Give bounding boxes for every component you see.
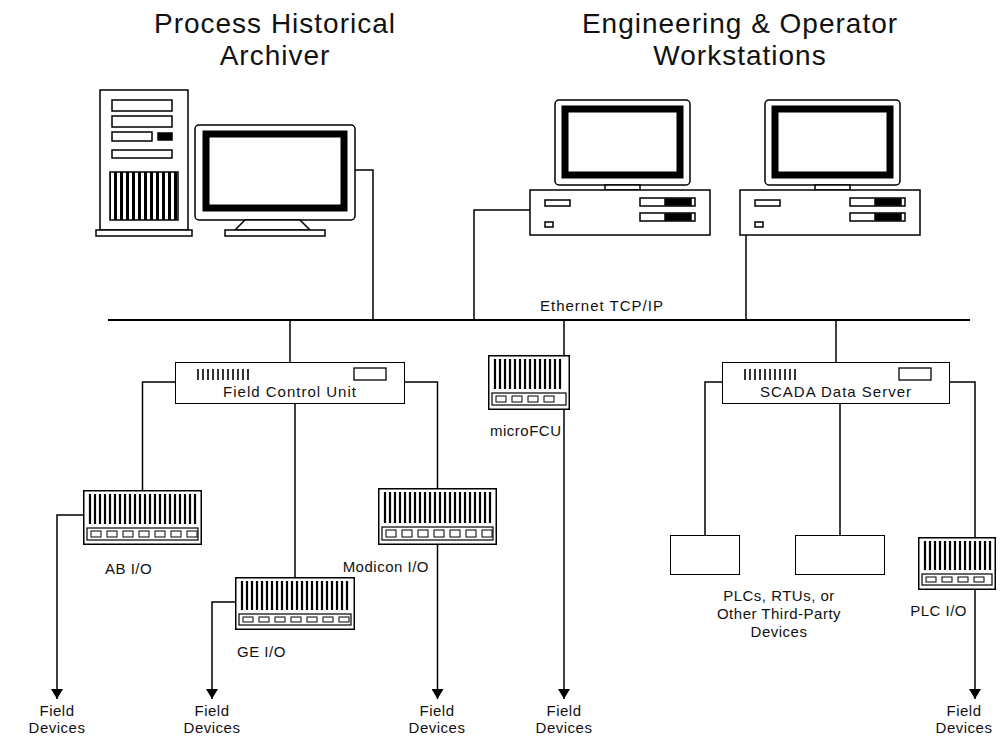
io-rack: microFCU	[488, 355, 570, 410]
field-devices: Field Devices	[397, 702, 477, 742]
rack-label: Modicon I/O	[343, 558, 429, 575]
node-label: Field Control Unit	[223, 383, 357, 400]
field-devices-label: Field Devices	[397, 702, 477, 737]
rack-symbol	[235, 577, 355, 630]
archiver-monitor	[195, 125, 355, 236]
field-devices-label: Field Devices	[172, 702, 252, 737]
control-unit-box: Field Control Unit	[175, 362, 405, 404]
io-rack: PLC I/O	[918, 537, 996, 590]
connector-line	[437, 545, 439, 699]
workstation-computer	[530, 100, 710, 235]
field-devices: Field Devices	[928, 702, 1000, 742]
device-box	[795, 535, 885, 575]
archiver-node: Process Historical Archiver	[95, 8, 455, 240]
workstations-node: Engineering & Operator Workstations	[520, 8, 960, 240]
ethernet-bus: Ethernet TCP/IP	[108, 296, 970, 321]
field-devices: Field Devices	[172, 702, 252, 742]
server-faceplate	[176, 363, 406, 383]
field-devices-label: Field Devices	[17, 702, 97, 737]
connector-line	[950, 382, 975, 537]
connector-line	[212, 602, 235, 699]
connector-line	[563, 320, 565, 355]
connector-line	[355, 170, 373, 320]
device-box	[670, 535, 740, 575]
section-title: Engineering & Operator Workstations	[525, 8, 955, 72]
io-rack: AB I/O	[83, 490, 202, 545]
device-label: PLCs, RTUs, or Other Third-Party Devices	[704, 587, 854, 641]
rack-label: AB I/O	[105, 560, 152, 577]
rack-label: GE I/O	[237, 643, 286, 660]
rack-symbol	[488, 355, 570, 410]
connector-line	[835, 320, 837, 362]
io-rack: Modicon I/O	[378, 488, 497, 545]
connector-line	[289, 320, 291, 362]
workstation-computer	[740, 100, 920, 235]
field-devices-label: Field Devices	[928, 702, 1000, 737]
rack-symbol	[83, 490, 202, 545]
rack-label: microFCU	[490, 422, 562, 439]
connector-line	[405, 382, 438, 488]
connector-line	[143, 382, 176, 490]
connector-line	[474, 210, 530, 320]
connector-line	[57, 515, 83, 699]
connector-line	[563, 410, 565, 699]
device-group: PLCs, RTUs, or Other Third-Party Devices	[668, 535, 890, 647]
connector-line	[705, 382, 722, 535]
connector-line	[745, 235, 747, 320]
rack-symbol	[918, 537, 996, 590]
field-devices: Field Devices	[524, 702, 604, 742]
connector-line	[294, 404, 296, 577]
node-label: SCADA Data Server	[760, 383, 912, 400]
server-faceplate	[723, 363, 951, 383]
rack-label: PLC I/O	[910, 602, 967, 619]
io-rack: GE I/O	[235, 577, 355, 630]
network-label: Ethernet TCP/IP	[540, 297, 664, 314]
tower-computer	[96, 90, 192, 236]
field-devices-label: Field Devices	[524, 702, 604, 737]
connector-line	[974, 590, 976, 699]
field-devices: Field Devices	[17, 702, 97, 742]
section-title: Process Historical Archiver	[100, 8, 450, 72]
data-server-box: SCADA Data Server	[722, 362, 950, 404]
connector-line	[839, 404, 841, 535]
rack-symbol	[378, 488, 497, 545]
